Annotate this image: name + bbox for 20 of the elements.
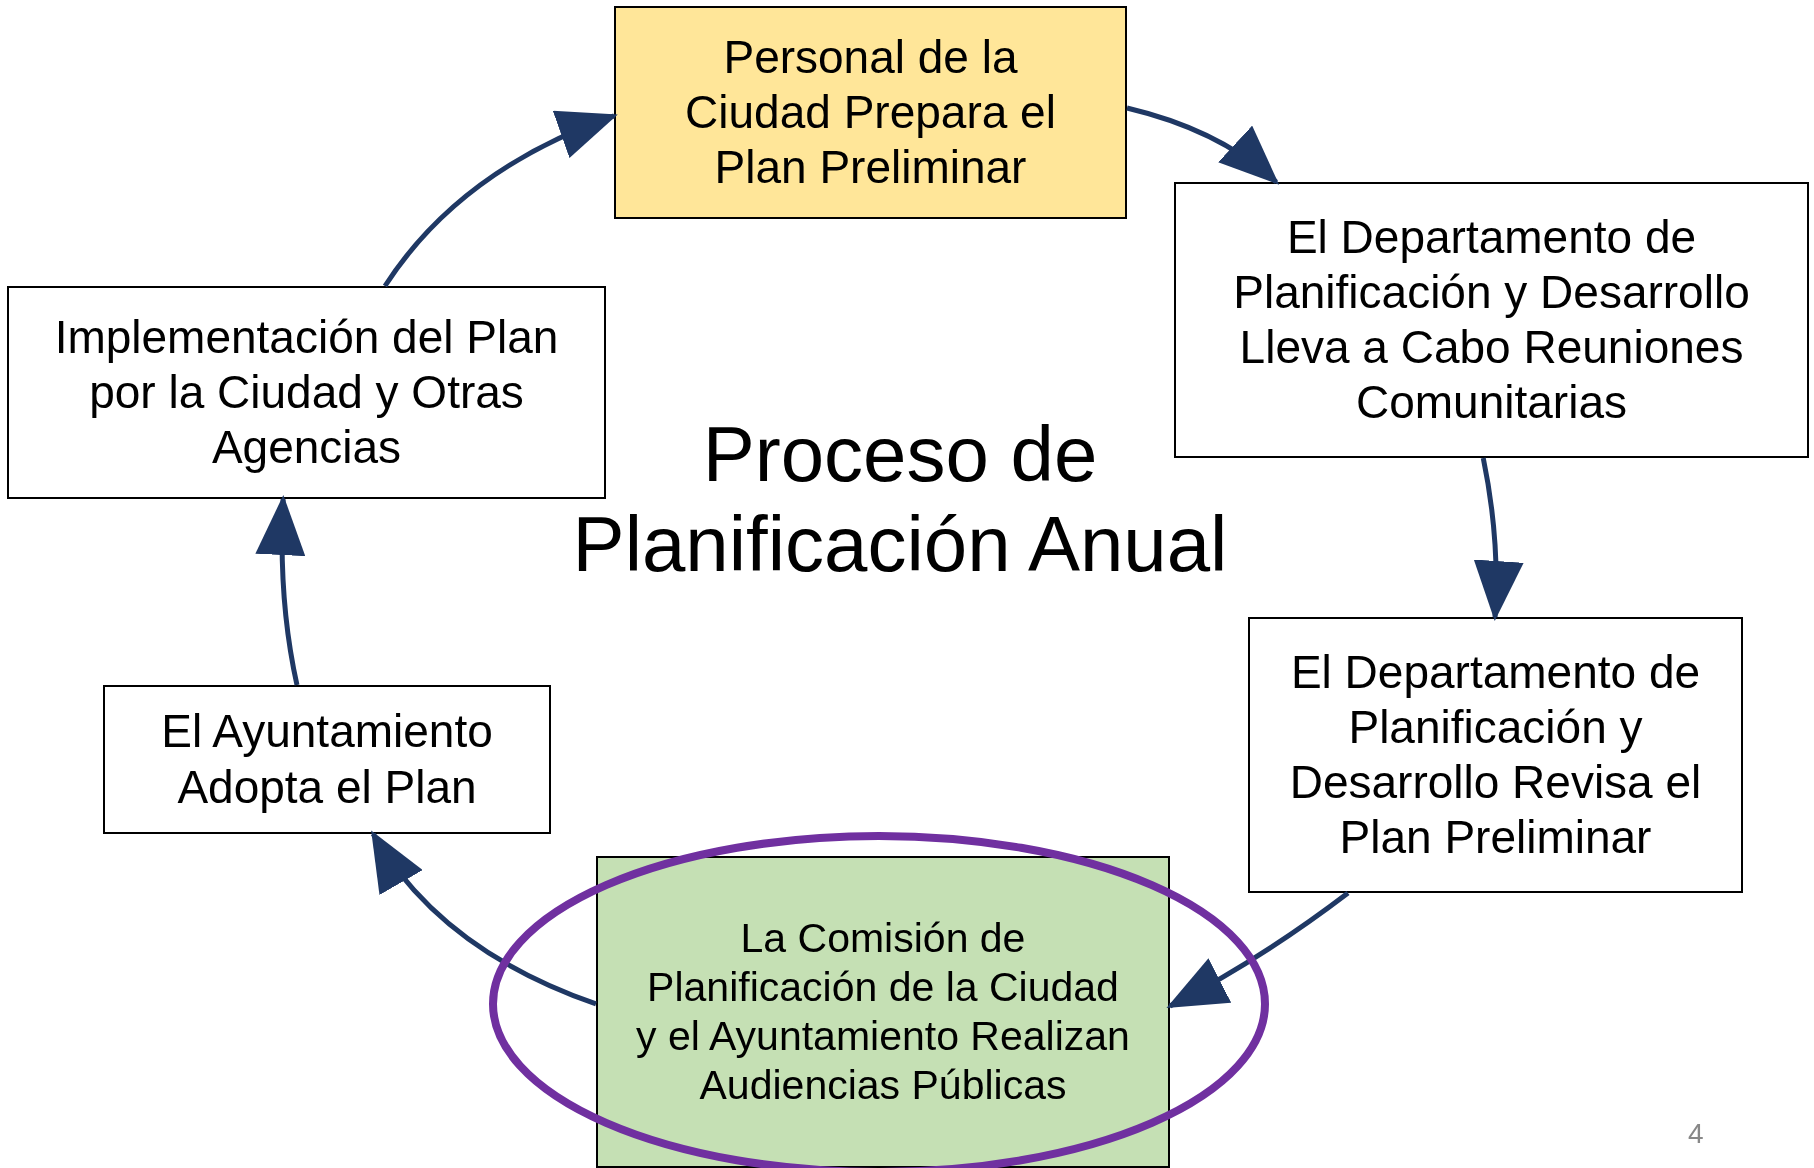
- arrow: [382, 112, 618, 288]
- process-box: [103, 685, 551, 834]
- arrow: [1166, 891, 1350, 1009]
- arrow: [371, 830, 597, 1007]
- process-box: [7, 286, 606, 499]
- box-label: El Ayuntamiento Adopta el Plan: [160, 704, 494, 815]
- arrow: [1126, 105, 1280, 185]
- process-box: [596, 856, 1170, 1168]
- box-label: Implementación del Plan por la Ciudad y Otras Agencias: [53, 309, 560, 476]
- box-label: El Departamento de Planificación y Desarrollo Lleva a Cabo Reuniones Comunitarias: [1232, 209, 1751, 431]
- box-label: El Departamento de Planificación y Desarrollo Revisa el Plan Preliminar: [1288, 644, 1703, 866]
- page-number: 4: [1688, 1118, 1704, 1150]
- process-box: [614, 6, 1127, 219]
- box-label: Personal de la Ciudad Prepara el Plan Preliminar: [684, 29, 1057, 196]
- arrow: [1473, 457, 1523, 621]
- arrow: [255, 495, 306, 686]
- box-label: La Comisión de Planificación de la Ciudad y el Ayuntamiento Realizan Audiencias Públicas: [635, 913, 1131, 1111]
- diagram-title: Proceso de Planificación Anual: [571, 410, 1229, 590]
- process-box: [1248, 617, 1743, 893]
- process-box: [1174, 182, 1809, 458]
